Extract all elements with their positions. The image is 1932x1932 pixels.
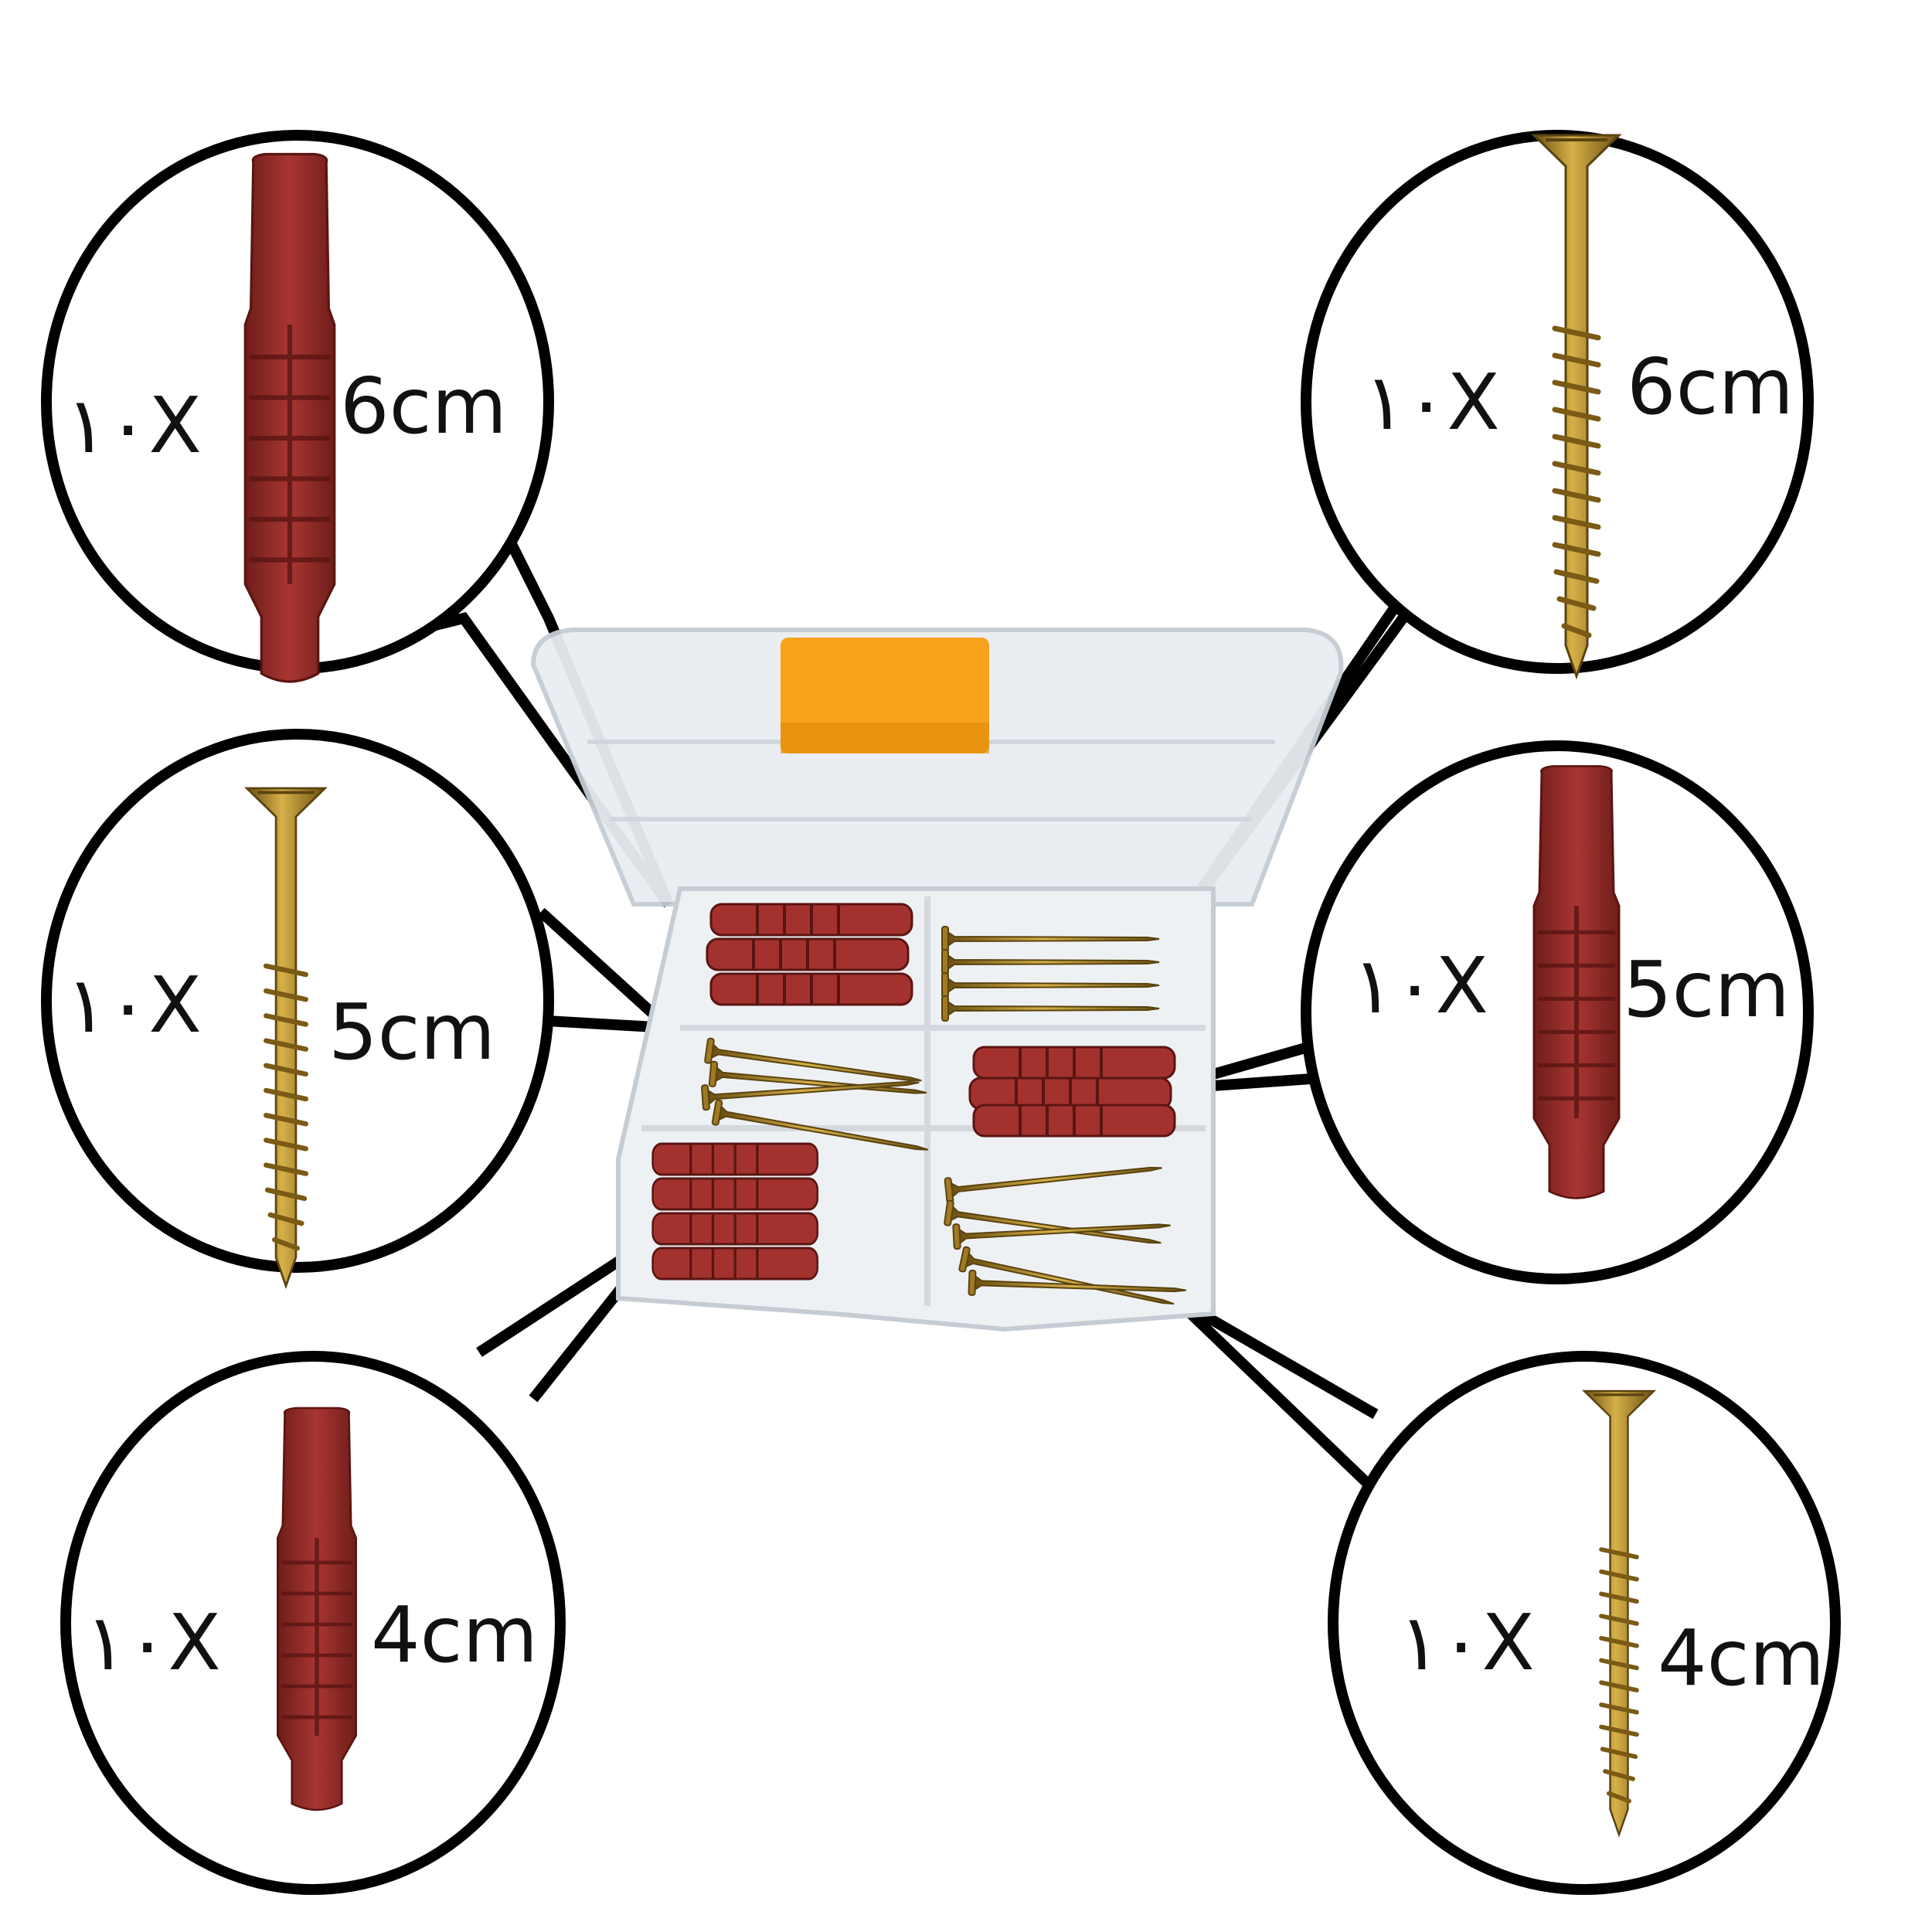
callout-plug-5cm: ١٠X 5cm	[1301, 740, 1814, 1284]
callout-screw-6cm: ١٠X 6cm	[1301, 130, 1814, 676]
box-plugs-6cm	[706, 903, 913, 1006]
quantity-label: ١٠X	[1399, 1597, 1535, 1688]
quantity-label: ١٠X	[85, 1597, 221, 1688]
quantity-label: ١٠X	[66, 380, 202, 471]
wall-plug-icon	[245, 155, 335, 682]
size-label: 6cm	[1627, 342, 1794, 432]
callout-screw-5cm: ١٠X 5cm	[41, 729, 554, 1286]
quantity-label: ١٠X	[1364, 357, 1500, 447]
quantity-label: ١٠X	[1352, 940, 1488, 1031]
size-label: 6cm	[340, 361, 507, 451]
size-label: 5cm	[328, 987, 495, 1077]
callout-screw-4cm: ١٠X 4cm	[1328, 1351, 1841, 1895]
organizer-box	[530, 628, 1344, 1332]
wall-plug-icon	[1534, 766, 1619, 1198]
size-label: 4cm	[1658, 1613, 1825, 1703]
box-plugs-5cm	[968, 1046, 1176, 1138]
size-label: 4cm	[371, 1590, 538, 1680]
wall-plug-icon	[277, 1408, 355, 1810]
callout-plug-6cm: ١٠X 6cm	[41, 130, 554, 682]
quantity-label: ١٠X	[66, 960, 202, 1050]
size-label: 5cm	[1623, 944, 1790, 1035]
callout-plug-4cm: ١٠X 4cm	[60, 1351, 566, 1895]
